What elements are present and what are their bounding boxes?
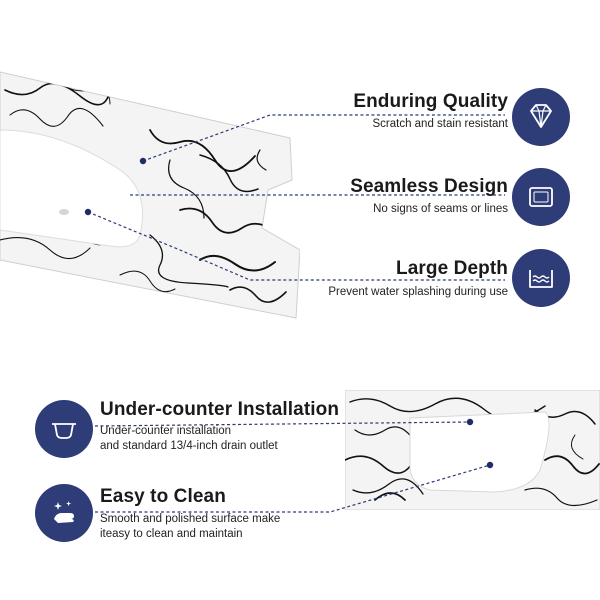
square-frame-icon (529, 187, 553, 207)
feature-title-under-counter: Under-counter Installation (100, 399, 340, 420)
feature-title-easy-to-clean: Easy to Clean (100, 486, 226, 507)
diamond-badge (512, 88, 570, 146)
feature-title-large-depth: Large Depth (396, 258, 508, 279)
cleaning-hand-icon (54, 501, 74, 523)
water-basin-icon (529, 270, 553, 288)
diamond-icon (530, 104, 552, 128)
easy-clean-badge (35, 484, 93, 542)
undermount-sink-icon (52, 423, 76, 439)
feature-subtitle-under-counter-line1: Under-counter installation (100, 425, 232, 437)
feature-title-enduring-quality: Enduring Quality (353, 91, 508, 112)
undercounter-badge (35, 400, 93, 458)
countertop-image-top (0, 71, 300, 319)
countertop-image-bottom (345, 390, 600, 510)
feature-subtitle-under-counter-line2: and standard 13/4-inch drain outlet (100, 440, 278, 452)
feature-subtitle-easy-clean-line2: iteasy to clean and maintain (100, 528, 243, 540)
feature-subtitle-easy-clean-line1: Smooth and polished surface make (100, 513, 281, 525)
seamless-badge (512, 168, 570, 226)
feature-title-seamless-design: Seamless Design (350, 176, 508, 197)
depth-badge (512, 249, 570, 307)
feature-subtitle-large-depth: Prevent water splashing during use (328, 286, 508, 298)
feature-subtitle-enduring-quality: Scratch and stain resistant (372, 118, 508, 130)
feature-subtitle-seamless-design: No signs of seams or lines (373, 203, 508, 215)
